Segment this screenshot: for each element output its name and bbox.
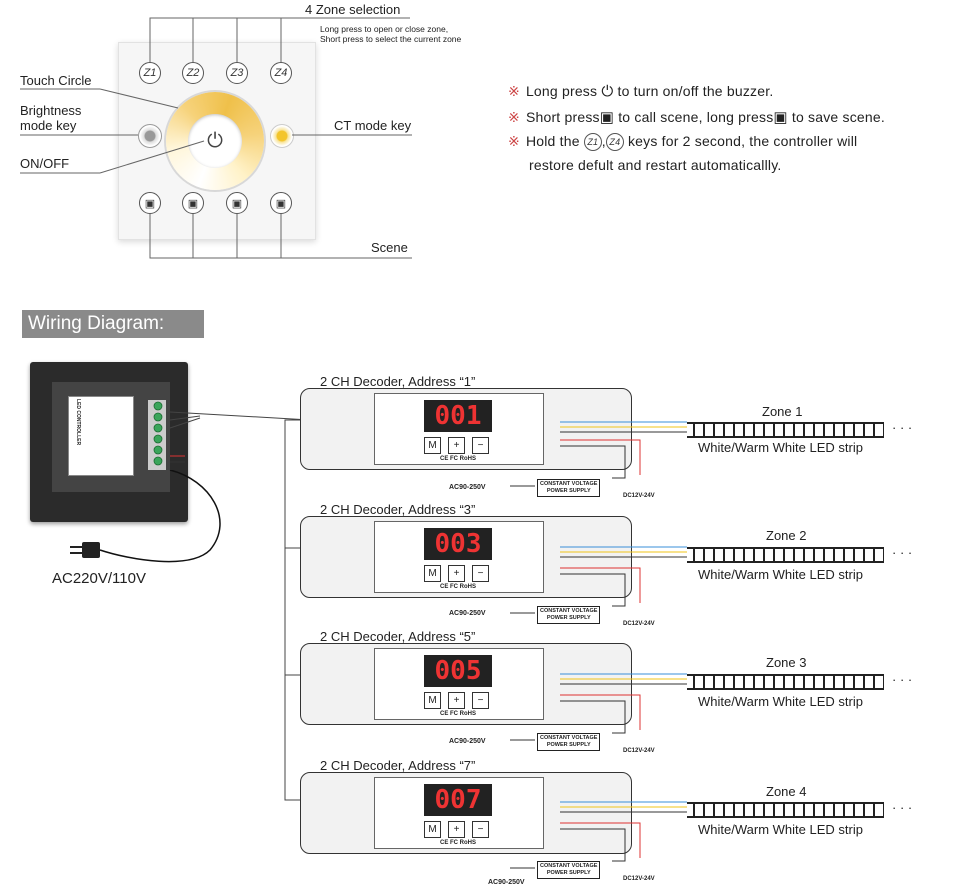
dc-label: DC12V-24V — [623, 621, 655, 627]
decoder-display: 003 — [424, 528, 492, 560]
decoder-button-plus[interactable]: + — [448, 821, 465, 838]
zone-label: Zone 3 — [766, 655, 807, 670]
zone-label: Zone 2 — [766, 528, 807, 543]
strip-label: White/Warm White LED strip — [698, 440, 863, 455]
controller-back: LED CONTROLLER — [30, 362, 188, 522]
touch-circle-inner: ⏻ — [188, 114, 242, 168]
decoder-title: 2 CH Decoder, Address “7” — [320, 758, 476, 773]
decoder-button-minus[interactable]: − — [472, 437, 489, 454]
scene-key-1[interactable]: ▣ — [139, 192, 161, 214]
decoder-button-minus[interactable]: − — [472, 692, 489, 709]
decoder-cert: CE FC RoHS — [440, 456, 476, 462]
controller-label-sticker: LED CONTROLLER — [68, 396, 134, 476]
ac-label: AC90-250V — [449, 738, 486, 745]
wiring-title: Wiring Diagram: — [22, 310, 204, 338]
led-strip — [687, 802, 884, 818]
decoder-display: 005 — [424, 655, 492, 687]
decoder-button-minus[interactable]: − — [472, 565, 489, 582]
ac-label: AC90-250V — [449, 484, 486, 491]
zone-selection-desc: Long press to open or close zone, Short … — [320, 24, 462, 44]
mains-plug — [70, 470, 221, 563]
decoder-button-plus[interactable]: + — [448, 692, 465, 709]
strip-label: White/Warm White LED strip — [698, 694, 863, 709]
scene-key-2[interactable]: ▣ — [182, 192, 204, 214]
decoder-cert: CE FC RoHS — [440, 711, 476, 717]
led-strip — [687, 422, 884, 438]
ac-label: AC90-250V — [488, 879, 525, 886]
scene-key-4[interactable]: ▣ — [270, 192, 292, 214]
led-strip — [687, 674, 884, 690]
power-icon[interactable]: ⏻ — [207, 129, 223, 152]
note-line-4: restore defult and restart automaticalll… — [529, 157, 782, 173]
led-strip — [687, 547, 884, 563]
save-icon: ▣ — [144, 197, 156, 210]
save-icon: ▣ — [231, 197, 243, 210]
dc-label: DC12V-24V — [623, 493, 655, 499]
ct-mode-key[interactable] — [270, 124, 294, 148]
power-supply: CONSTANT VOLTAGE POWER SUPPLY — [537, 606, 601, 624]
strip-label: White/Warm White LED strip — [698, 567, 863, 582]
zone-selection-title: 4 Zone selection — [305, 2, 401, 17]
zone-label: Zone 1 — [762, 404, 803, 419]
decoder-cert: CE FC RoHS — [440, 584, 476, 590]
ct-mode-key-label: CT mode key — [334, 118, 412, 133]
zone-key-z2[interactable]: Z2 — [182, 62, 204, 84]
decoder-display: 007 — [424, 784, 492, 816]
scene-key-3[interactable]: ▣ — [226, 192, 248, 214]
note-line-2: ※Short press▣ to call scene, long press▣… — [508, 109, 885, 126]
power-supply: CONSTANT VOLTAGE POWER SUPPLY — [537, 479, 601, 497]
zone-key-z4[interactable]: Z4 — [270, 62, 292, 84]
save-icon: ▣ — [187, 197, 199, 210]
decoder-button-m[interactable]: M — [424, 692, 441, 709]
power-supply: CONSTANT VOLTAGE POWER SUPPLY — [537, 733, 601, 751]
controller-terminal-pins — [153, 401, 163, 466]
dc-label: DC12V-24V — [623, 748, 655, 754]
scene-label: Scene — [371, 240, 408, 255]
decoder-button-plus[interactable]: + — [448, 565, 465, 582]
save-icon: ▣ — [773, 109, 788, 126]
strip-ellipsis: · · · — [892, 800, 913, 815]
dc-label: DC12V-24V — [623, 876, 655, 882]
strip-ellipsis: · · · — [892, 672, 913, 687]
decoder-title: 2 CH Decoder, Address “5” — [320, 629, 476, 644]
zone-key-z1[interactable]: Z1 — [139, 62, 161, 84]
save-icon: ▣ — [275, 197, 287, 210]
mains-label: AC220V/110V — [52, 570, 146, 587]
brightness-mode-key[interactable] — [138, 124, 162, 148]
power-supply: CONSTANT VOLTAGE POWER SUPPLY — [537, 861, 601, 879]
zone-key-z3[interactable]: Z3 — [226, 62, 248, 84]
decoder-cert: CE FC RoHS — [440, 840, 476, 846]
save-icon: ▣ — [599, 109, 615, 126]
zone-key-z1-icon: Z1 — [583, 133, 602, 152]
decoder-button-m[interactable]: M — [424, 437, 441, 454]
touch-circle-label: Touch Circle — [20, 73, 92, 88]
decoder-button-plus[interactable]: + — [448, 437, 465, 454]
panel-leader-lines — [20, 17, 412, 259]
strip-ellipsis: · · · — [892, 420, 913, 435]
decoder-button-m[interactable]: M — [424, 565, 441, 582]
strip-ellipsis: · · · — [892, 545, 913, 560]
decoder-display: 001 — [424, 400, 492, 432]
zone-label: Zone 4 — [766, 784, 807, 799]
decoder-title: 2 CH Decoder, Address “3” — [320, 502, 476, 517]
decoder-button-minus[interactable]: − — [472, 821, 489, 838]
note-line-3: ※Hold the Z1,Z4 keys for 2 second, the c… — [508, 133, 857, 152]
strip-label: White/Warm White LED strip — [698, 822, 863, 837]
brightness-mode-key-label: Brightness mode key — [20, 103, 82, 133]
on-off-label: ON/OFF — [20, 156, 70, 171]
ac-label: AC90-250V — [449, 610, 486, 617]
zone-key-z4-icon: Z4 — [605, 133, 624, 152]
decoder-title: 2 CH Decoder, Address “1” — [320, 374, 476, 389]
decoder-button-m[interactable]: M — [424, 821, 441, 838]
note-line-1: ※Long press ⏻ to turn on/off the buzzer. — [508, 83, 774, 100]
power-icon: ⏻ — [601, 83, 614, 100]
